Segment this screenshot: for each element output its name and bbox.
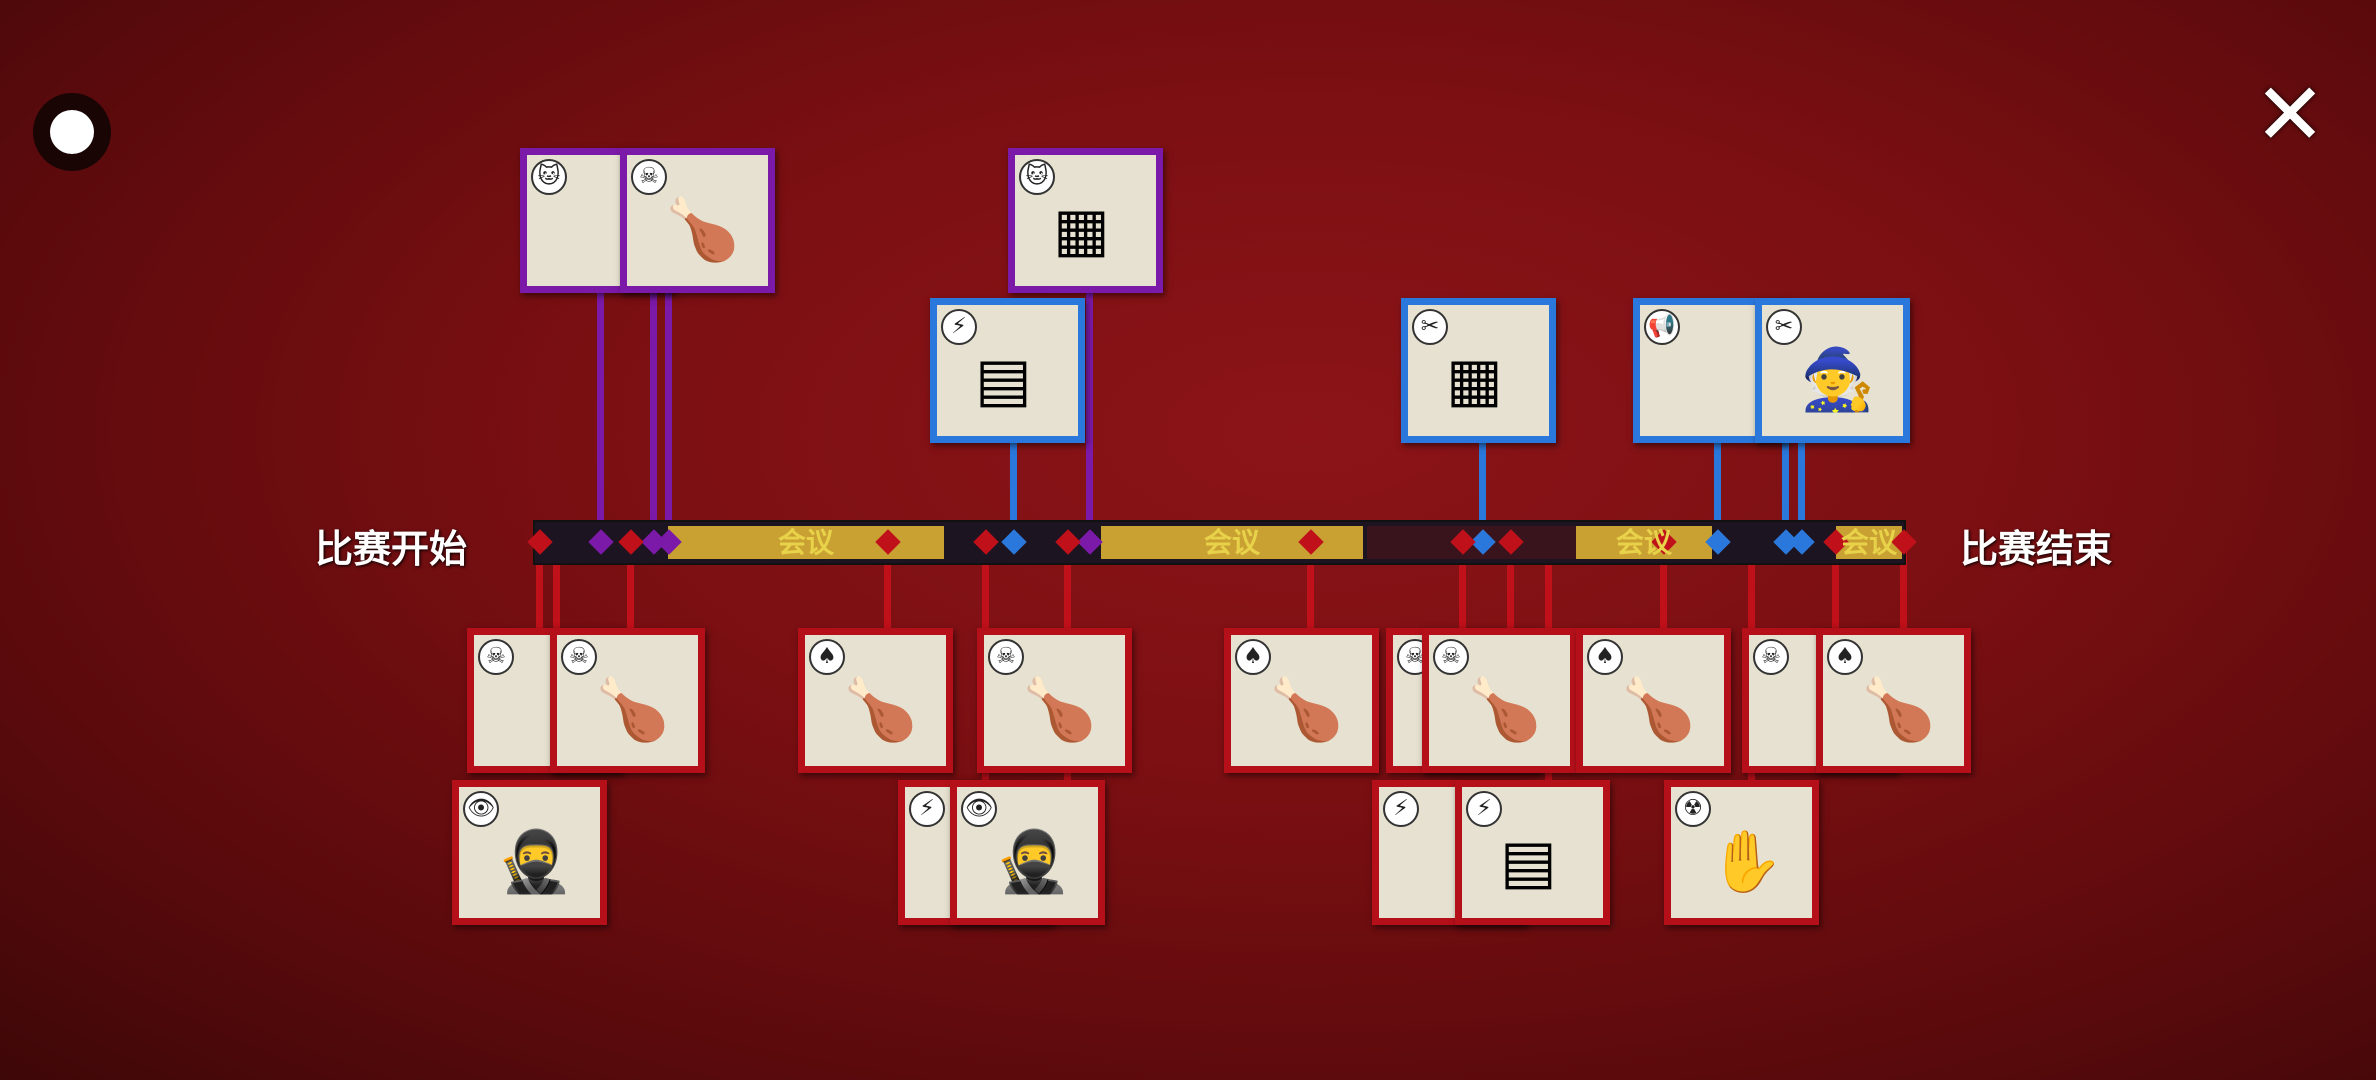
body-icon: 🍗 [595,675,670,745]
tools-icon: ✂ [1412,309,1448,345]
body-icon: 🍗 [665,195,740,265]
lightning-icon: ⚡ [941,309,977,345]
event-card-sabotage[interactable]: ⚡▤ [1455,780,1610,925]
spade-icon: ♠ [1827,639,1863,675]
radiation-icon: ☢ [1675,791,1711,827]
meeting-segment[interactable]: 会议 [668,526,944,559]
skull-icon: ☠ [478,639,514,675]
lightning-icon: ⚡ [1383,791,1419,827]
event-card-reveal[interactable]: 👁🥷 [452,780,607,925]
event-card-kill[interactable]: ♠🍗 [1576,628,1731,773]
spade-icon: ♠ [1235,639,1271,675]
event-card-task[interactable]: ⚡▤ [930,298,1085,443]
meeting-segment[interactable]: 会议 [1101,526,1363,559]
megaphone-icon: 📢 [1644,309,1680,345]
spade-icon: ♠ [809,639,845,675]
tools-icon: ✂ [1766,309,1802,345]
event-card-kill[interactable]: ☠🍗 [1422,628,1577,773]
event-card-sabotage[interactable]: 🐱▦ [1008,148,1163,293]
meeting-label: 会议 [777,526,834,559]
event-card-kill[interactable]: ☠🍗 [550,628,705,773]
event-card-radiation[interactable]: ☢✋ [1664,780,1819,925]
panel-icon: ▤ [975,345,1032,415]
ninja-icon: 🥷 [995,827,1070,897]
cat-icon: 🐱 [531,159,567,195]
skull-icon: ☠ [1433,639,1469,675]
skull-icon: ☠ [988,639,1024,675]
match-end-label: 比赛结束 [1960,527,2113,571]
eye-icon: 👁 [463,791,499,827]
meeting-label: 会议 [1615,526,1672,559]
eye-icon: 👁 [961,791,997,827]
event-card-kill[interactable]: ♠🍗 [1816,628,1971,773]
event-card-reveal[interactable]: 👁🥷 [950,780,1105,925]
close-button[interactable]: ✕ [2253,65,2327,165]
match-start-label: 比赛开始 [315,527,468,571]
lightning-icon: ⚡ [1466,791,1502,827]
meeting-segment[interactable]: 会议 [1836,526,1902,559]
event-card-kill[interactable]: ☠🍗 [620,148,775,293]
cat-icon: 🐱 [1019,159,1055,195]
body-icon: 🍗 [843,675,918,745]
event-card-kill[interactable]: ☠🍗 [977,628,1132,773]
skull-icon: ☠ [631,159,667,195]
meeting-label: 会议 [1840,526,1897,559]
meeting-label: 会议 [1203,526,1260,559]
spade-icon: ♠ [1587,639,1623,675]
event-card-ability[interactable]: ✂🧙 [1755,298,1910,443]
body-icon: 🍗 [1621,675,1696,745]
lightning-icon: ⚡ [909,791,945,827]
record-icon [50,110,94,154]
ninja-icon: 🥷 [497,827,572,897]
body-icon: 🍗 [1022,675,1097,745]
map-icon: ▦ [1446,345,1503,415]
timeline-bar: 会议 会议 会议 会议 [533,520,1906,565]
body-icon: 🍗 [1269,675,1344,745]
meeting-segment[interactable]: 会议 [1576,526,1712,559]
panel-icon: ▤ [1500,827,1557,897]
record-button[interactable] [33,93,111,171]
skull-icon: ☠ [1753,639,1789,675]
hero-icon: 🧙 [1800,345,1875,415]
event-card-kill[interactable]: ♠🍗 [798,628,953,773]
body-icon: 🍗 [1467,675,1542,745]
event-card-kill[interactable]: ♠🍗 [1224,628,1379,773]
ship-icon: ▦ [1053,195,1110,265]
body-icon: 🍗 [1861,675,1936,745]
skull-icon: ☠ [561,639,597,675]
event-card-task[interactable]: ✂▦ [1401,298,1556,443]
hand-icon: ✋ [1709,827,1784,897]
